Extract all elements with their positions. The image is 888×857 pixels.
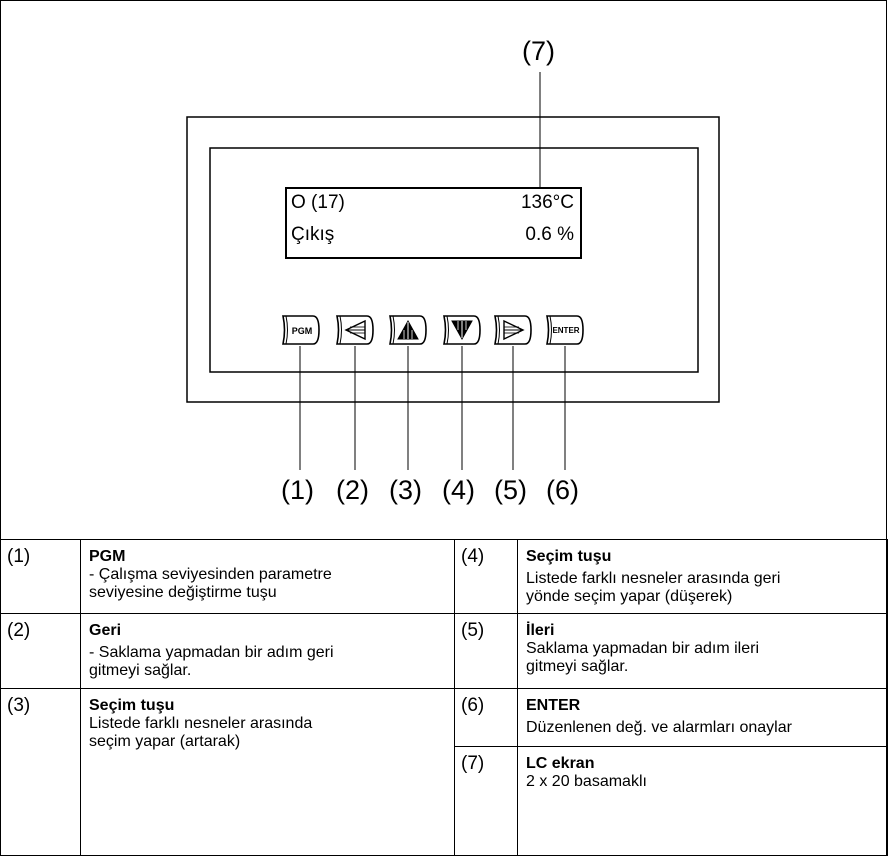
display-line-2-right: 0.6 % — [525, 224, 574, 245]
legend-desc: Seçim tuşu Listede farklı nesneler arası… — [517, 539, 888, 614]
legend-title: LC ekran — [526, 755, 595, 772]
legend-desc: Seçim tuşu Listede farklı nesneler arası… — [80, 688, 455, 856]
forward-key[interactable] — [492, 312, 534, 348]
up-arrow-icon — [389, 315, 427, 345]
legend-row: (7) LC ekran 2 x 20 basamaklı — [1, 746, 888, 856]
pgm-key[interactable]: PGM — [280, 312, 322, 348]
legend-text: Düzenlenen değ. ve alarmları onaylar — [526, 719, 792, 736]
legend-title: Seçim tuşu — [526, 548, 612, 565]
down-key[interactable] — [441, 312, 483, 348]
legend-num: (2) — [0, 613, 81, 689]
enter-key-icon: ENTER — [546, 315, 584, 345]
down-arrow-icon — [443, 315, 481, 345]
legend-title: Geri — [89, 622, 122, 639]
legend-num: (4) — [454, 539, 518, 614]
legend-num: (5) — [454, 613, 518, 689]
back-key[interactable] — [334, 312, 376, 348]
inner-panel — [209, 147, 699, 373]
legend-desc: LC ekran 2 x 20 basamaklı — [517, 746, 888, 856]
legend-desc: Geri - Saklama yapmadan bir adım geri gi… — [80, 613, 455, 689]
display-line-1-right: 136°C — [520, 192, 574, 213]
legend-text: - Saklama yapmadan bir adım geri gitmeyi… — [89, 644, 334, 679]
key-callout-6: (6) — [546, 475, 579, 505]
legend-text: Saklama yapmadan bir adım ileri gitmeyi … — [526, 640, 759, 675]
legend-text: - Çalışma seviyesinden parametre seviyes… — [89, 566, 332, 601]
display-line-1-left: O (17) — [291, 192, 345, 213]
legend-title: ENTER — [526, 697, 581, 714]
pgm-key-text: PGM — [292, 326, 313, 336]
key-callout-2: (2) — [336, 475, 369, 505]
key-callout-1: (1) — [281, 475, 314, 505]
pgm-key-icon: PGM — [282, 315, 320, 345]
enter-key-text: ENTER — [552, 326, 579, 335]
legend-desc: PGM - Çalışma seviyesinden parametre sev… — [80, 539, 455, 614]
legend-title: PGM — [89, 548, 126, 565]
legend-desc: ENTER Düzenlenen değ. ve alarmları onayl… — [517, 688, 888, 747]
legend-desc: İleri Saklama yapmadan bir adım ileri gi… — [517, 613, 888, 689]
lc-display: O (17) 136°C Çıkış 0.6 % — [285, 187, 582, 259]
legend-num: (1) — [0, 539, 81, 614]
legend-table: (1) PGM - Çalışma seviyesinden parametre… — [0, 539, 888, 856]
legend-text: 2 x 20 basamaklı — [526, 773, 647, 790]
legend-text: Listede farklı nesneler arasında geri yö… — [526, 570, 781, 605]
legend-num: (6) — [454, 688, 518, 747]
key-callout-3: (3) — [389, 475, 422, 505]
diagram-lines — [186, 72, 720, 470]
legend-row: (1) PGM - Çalışma seviyesinden parametre… — [0, 539, 888, 614]
controller-diagram: (7) O (17) 136°C Çıkış 0.6 % PGM — [186, 36, 720, 505]
legend-num: (7) — [454, 746, 518, 856]
display-callout: (7) — [522, 36, 555, 66]
outer-panel — [186, 116, 720, 403]
legend-row: (2) Geri - Saklama yapmadan bir adım ger… — [0, 613, 888, 689]
forward-arrow-icon — [494, 315, 532, 345]
legend-num: (3) — [0, 688, 81, 856]
enter-key[interactable]: ENTER — [544, 312, 586, 348]
legend-text: Listede farklı nesneler arasında seçim y… — [89, 715, 313, 750]
legend-title: Seçim tuşu — [89, 697, 175, 714]
display-line-2-left: Çıkış — [291, 224, 335, 245]
back-arrow-icon — [336, 315, 374, 345]
key-callout-4: (4) — [442, 475, 475, 505]
key-callout-5: (5) — [494, 475, 527, 505]
legend-title: İleri — [526, 622, 555, 639]
legend-row: (3) Seçim tuşu Listede farklı nesneler a… — [0, 688, 888, 856]
up-key[interactable] — [387, 312, 429, 348]
